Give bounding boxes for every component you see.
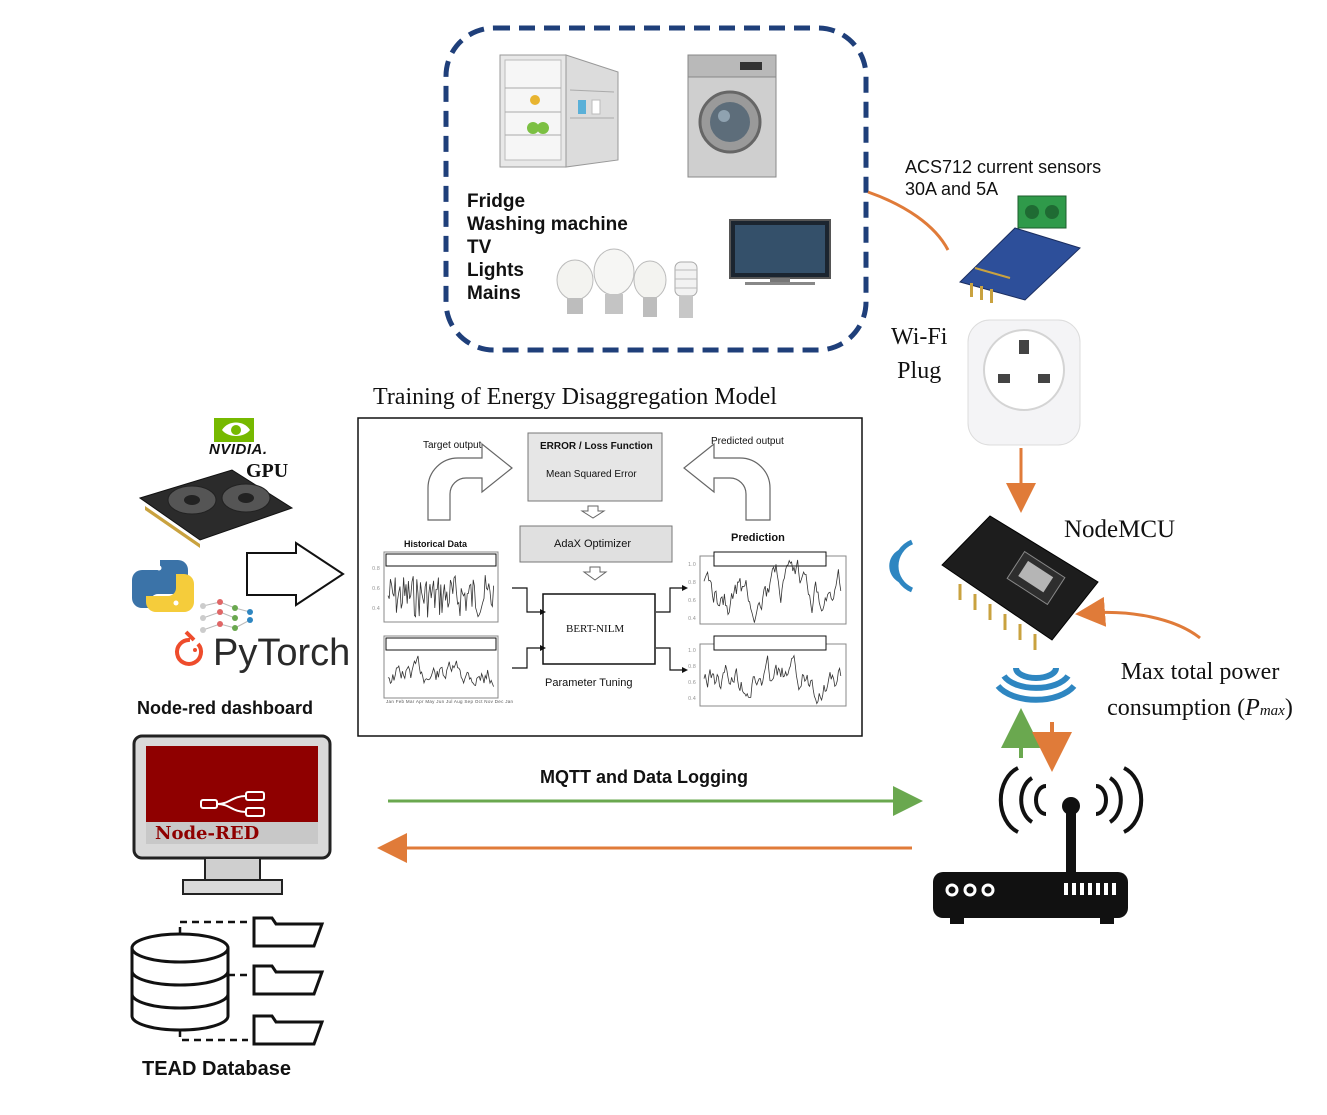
appliance-fridge-label: Fridge	[467, 191, 526, 212]
training-title: Training of Energy Disaggregation Model	[373, 384, 777, 410]
appliance-tv-label: TV	[467, 237, 492, 258]
max-power-label: Max total power consumption (Pmax)	[1095, 654, 1305, 729]
gpu-label: GPU	[246, 460, 289, 482]
svg-text:0.8: 0.8	[688, 580, 696, 586]
target-output-label: Target output	[423, 440, 482, 451]
sensor-label-line1: ACS712 current sensors	[905, 157, 1102, 177]
prediction-label: Prediction	[731, 532, 785, 544]
adax-optimizer-label: AdaX Optimizer	[554, 538, 632, 550]
sensor-label: ACS712 current sensors 30A and 5A	[905, 156, 1101, 200]
max-power-line2: consumption (Pmax)	[1095, 690, 1305, 729]
appliance-washing-machine-label: Washing machine	[467, 214, 628, 235]
max-power-subscript: max	[1259, 703, 1285, 719]
tead-database-label: TEAD Database	[142, 1058, 291, 1080]
bert-nilm-label: BERT-NILM	[566, 623, 625, 635]
svg-text:1.0: 1.0	[688, 648, 696, 654]
appliance-lights-label: Lights	[467, 260, 524, 281]
svg-text:0.8: 0.8	[688, 664, 696, 670]
error-function-sub: Mean Squared Error	[546, 469, 637, 480]
svg-text:0.6: 0.6	[688, 598, 696, 604]
svg-text:0.8: 0.8	[372, 566, 380, 572]
mqtt-label: MQTT and Data Logging	[540, 767, 748, 787]
appliance-list: Fridge Washing machine TV Lights Mains	[467, 190, 628, 305]
svg-text:1.0: 1.0	[688, 562, 696, 568]
predicted-output-label: Predicted output	[711, 436, 784, 447]
max-power-line1: Max total power	[1120, 659, 1280, 685]
max-power-symbol: P	[1245, 695, 1260, 721]
pytorch-label: PyTorch	[213, 632, 351, 674]
svg-text:0.4: 0.4	[688, 696, 696, 702]
nodemcu-label: NodeMCU	[1064, 516, 1176, 543]
error-function-title: ERROR / Loss Function	[540, 441, 653, 452]
nvidia-brand: NVIDIA.	[209, 441, 268, 458]
node-red-dashboard-label: Node-red dashboard	[137, 698, 314, 718]
wifi-plug-label-line1: Wi-Fi	[891, 324, 948, 350]
max-power-suffix: )	[1284, 695, 1293, 721]
wifi-plug-label-line2: Plug	[897, 358, 942, 384]
appliance-mains-label: Mains	[467, 283, 521, 304]
historical-data-label: Historical Data	[404, 539, 468, 549]
max-power-prefix: consumption (	[1107, 695, 1246, 721]
wifi-plug-label: Wi-Fi Plug	[891, 320, 947, 388]
svg-text:0.6: 0.6	[688, 680, 696, 686]
svg-text:0.4: 0.4	[688, 616, 696, 622]
month-ticks-label: Jan Feb Mar Apr May Jun Jul Aug Sep Oct …	[386, 699, 514, 704]
svg-text:0.6: 0.6	[372, 586, 380, 592]
svg-text:0.4: 0.4	[372, 606, 380, 612]
sensor-label-line2: 30A and 5A	[905, 179, 999, 199]
node-red-logo-text: Node-RED	[155, 823, 260, 844]
parameter-tuning-label: Parameter Tuning	[545, 677, 633, 689]
